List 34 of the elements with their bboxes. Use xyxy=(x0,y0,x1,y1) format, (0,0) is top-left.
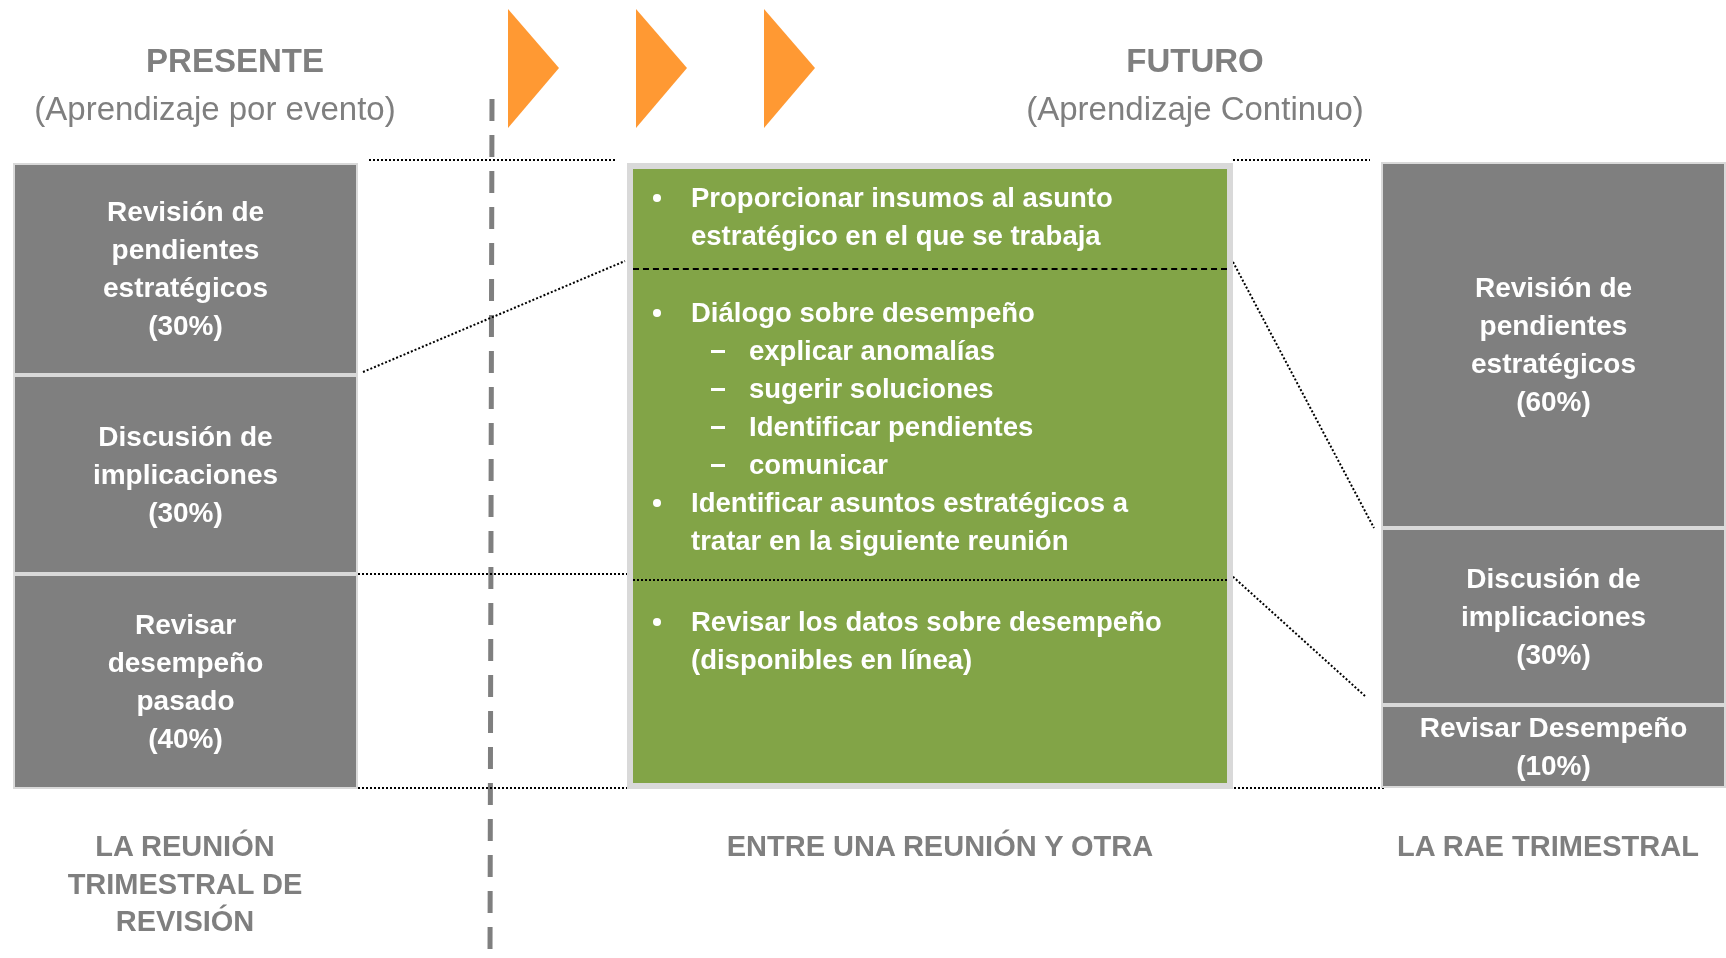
sub-item-text: comunicar xyxy=(749,449,889,480)
agenda-item-text: Revisión de pendientes estratégicos xyxy=(102,195,269,305)
percentage-text: (30%) xyxy=(148,495,223,530)
bullet-item-text: Identificar asuntos estratégicos a tratar en la siguiente reunión xyxy=(691,487,1129,556)
activity-panel xyxy=(627,163,1233,789)
bullet-item-text: Revisar los datos sobre desempeño (disponibles en línea) xyxy=(691,606,1162,675)
agenda-item-text: Revisar desempeño pasado xyxy=(106,607,265,718)
percentage-text: (40%) xyxy=(148,721,223,756)
column-caption: ENTRE UNA REUNIÓN Y OTRA xyxy=(725,828,1155,864)
column-caption: LA RAE TRIMESTRAL xyxy=(1396,829,1700,864)
agenda-box xyxy=(1381,705,1726,788)
column-caption: LA REUNIÓN TRIMESTRAL DE REVISIÓN xyxy=(66,828,304,940)
subtitle-text: (Aprendizaje por evento) xyxy=(33,89,397,129)
subtitle-text: (Aprendizaje Continuo) xyxy=(1025,89,1365,129)
section-heading: PRESENTE xyxy=(145,41,325,81)
agenda-item-text: Revisión de pendientes estratégicos xyxy=(1470,271,1637,381)
percentage-text: (10%) xyxy=(1516,748,1591,783)
agenda-box xyxy=(13,163,358,375)
percentage-text: (30%) xyxy=(148,309,223,343)
agenda-item-text: Discusión de implicaciones xyxy=(91,419,280,492)
agenda-box xyxy=(13,574,358,789)
sub-item-text: explicar anomalías xyxy=(749,335,996,366)
agenda-item-text: Revisar Desempeño xyxy=(1419,710,1688,745)
section-heading: FUTURO xyxy=(1125,41,1265,81)
agenda-box xyxy=(1381,528,1726,705)
bullet-item-text: Diálogo sobre desempeño xyxy=(691,297,1035,328)
sub-item-text: Identificar pendientes xyxy=(749,411,1034,442)
agenda-box xyxy=(1381,162,1726,528)
sub-item-text: sugerir soluciones xyxy=(749,373,994,404)
agenda-box xyxy=(13,375,358,574)
bullet-item-text: Proporcionar insumos al asunto estratégico en el que se trabaja xyxy=(691,182,1113,251)
percentage-text: (30%) xyxy=(1516,637,1591,672)
agenda-item-text: Discusión de implicaciones xyxy=(1459,561,1648,634)
percentage-text: (60%) xyxy=(1516,385,1591,419)
